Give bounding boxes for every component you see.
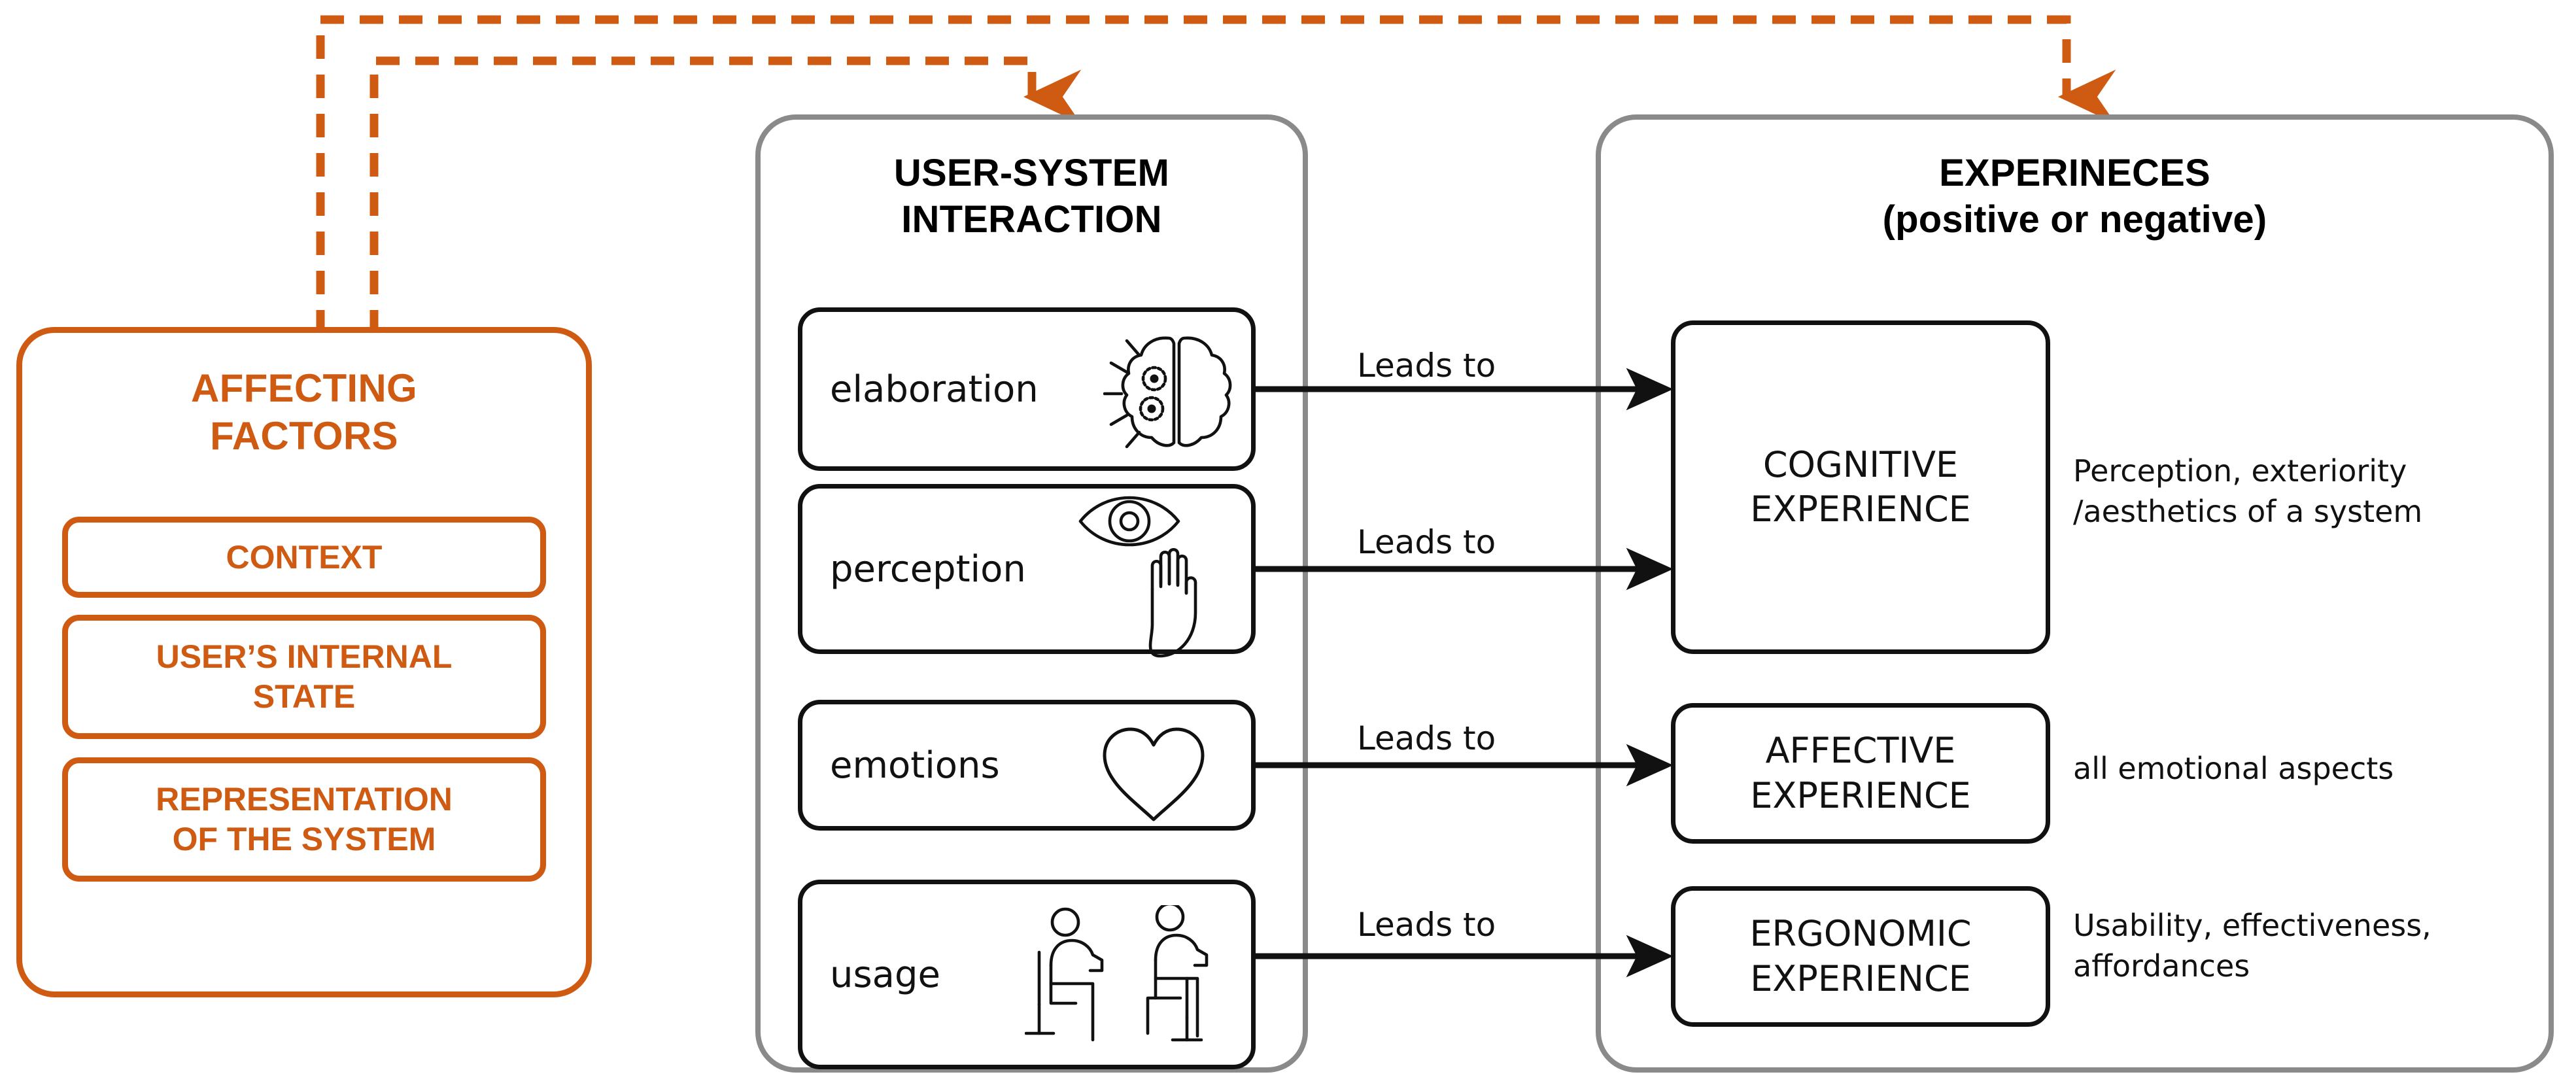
affecting-factor-user-internal-state[interactable]: USER’S INTERNAL STATE [62,615,546,739]
experience-desc-cognitive-line1: Perception, exteriority [2073,453,2407,489]
experiences-title: EXPERINECES (positive or negative) [1596,150,2554,243]
seated-people-icon [1025,905,1209,1042]
experience-desc-ergonomic-line2: affordances [2073,948,2250,984]
experience-box-cognitive-line2: EXPERIENCE [1750,489,1971,530]
interaction-item-emotions-label: emotions [830,744,1000,787]
leads-to-label-3: Leads to [1357,719,1496,757]
user-system-interaction-title-line2: INTERACTION [901,198,1162,241]
interaction-item-emotions[interactable]: emotions [798,700,1256,831]
interaction-item-usage-label: usage [830,953,940,996]
experience-box-ergonomic[interactable]: ERGONOMIC EXPERIENCE [1671,886,2050,1027]
affecting-factor-representation-line1: REPRESENTATION [156,781,453,818]
leads-to-label-1: Leads to [1357,347,1496,385]
eye-hand-icon [1078,496,1197,658]
interaction-item-perception[interactable]: perception [798,484,1256,658]
affecting-factor-context[interactable]: CONTEXT [62,517,546,598]
affecting-factor-user-internal-state-line2: STATE [252,678,356,715]
experience-box-cognitive-line1: COGNITIVE [1762,443,1959,485]
user-system-interaction-title-line1: USER-SYSTEM [893,152,1170,194]
experience-box-affective[interactable]: AFFECTIVE EXPERIENCE [1671,703,2050,844]
experience-desc-cognitive: Perception, exteriority /aesthetics of a… [2073,451,2557,532]
experiences-title-line2: (positive or negative) [1882,198,2267,241]
leads-to-label-2: Leads to [1357,523,1496,561]
leads-to-label-4: Leads to [1357,906,1496,944]
affecting-factor-user-internal-state-line1: USER’S INTERNAL [156,638,453,675]
interaction-item-elaboration-label: elaboration [830,368,1039,411]
experience-box-affective-line2: EXPERIENCE [1750,774,1971,816]
interaction-item-usage[interactable]: usage [798,880,1256,1069]
experience-desc-affective: all emotional aspects [2073,749,2557,789]
heart-icon [1103,727,1205,821]
affecting-factors-title: AFFECTING FACTORS [191,364,417,460]
brain-gears-icon [1103,336,1232,449]
affecting-factor-representation-of-the-system[interactable]: REPRESENTATION OF THE SYSTEM [62,757,546,882]
affecting-factor-representation-line2: OF THE SYSTEM [172,821,436,857]
affecting-factors-title-line1: AFFECTING [190,366,417,410]
experience-box-ergonomic-line1: ERGONOMIC [1749,913,1972,955]
experience-desc-cognitive-line2: /aesthetics of a system [2073,493,2423,529]
experience-desc-ergonomic-line1: Usability, effectiveness, [2073,908,2431,943]
experiences-title-line1: EXPERINECES [1939,152,2210,194]
affecting-factors-title-line2: FACTORS [210,414,398,458]
experience-desc-ergonomic: Usability, effectiveness, affordances [2073,906,2557,986]
user-system-interaction-title: USER-SYSTEM INTERACTION [755,150,1308,243]
interaction-item-perception-label: perception [830,547,1026,591]
experience-desc-affective-line1: all emotional aspects [2073,751,2394,786]
experience-box-cognitive[interactable]: COGNITIVE EXPERIENCE [1671,320,2050,654]
experience-box-ergonomic-line2: EXPERIENCE [1750,957,1971,999]
experience-box-affective-line1: AFFECTIVE [1765,730,1956,772]
affecting-factor-context-line1: CONTEXT [226,538,383,576]
interaction-item-elaboration[interactable]: elaboration [798,307,1256,471]
